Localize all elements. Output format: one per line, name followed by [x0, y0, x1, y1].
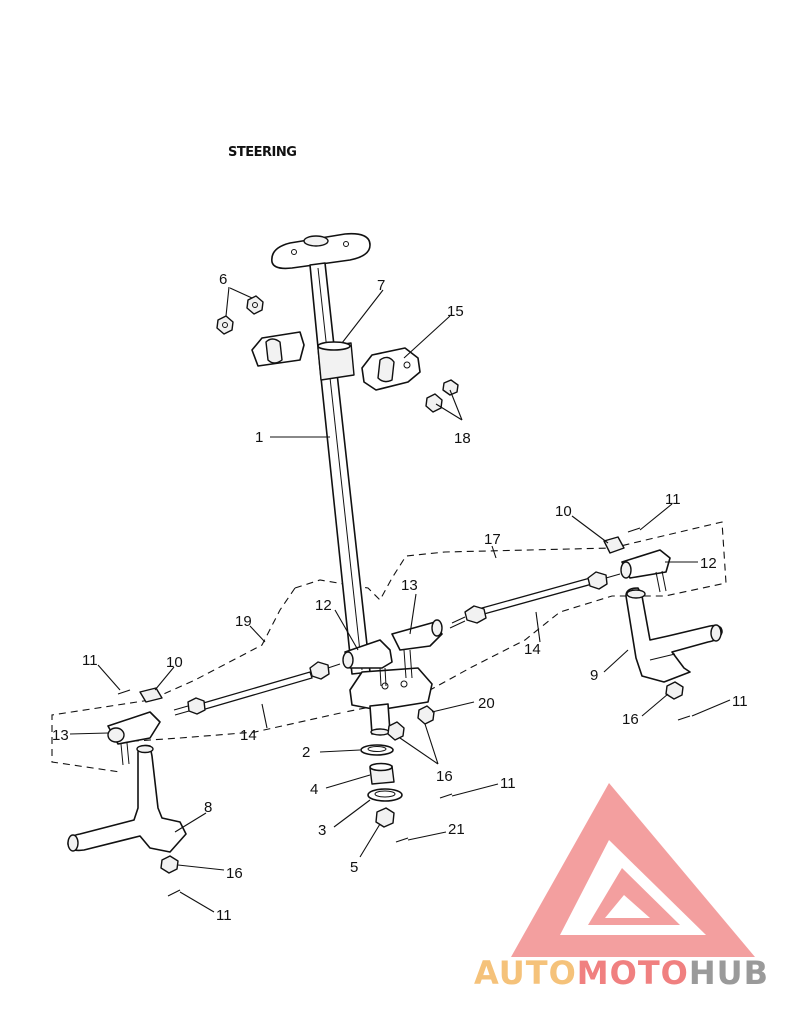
clamp-bracket-15	[361, 347, 421, 391]
steering-knuckle-9	[625, 587, 723, 683]
tie-rod-end-13-center	[391, 619, 443, 679]
tie-rod-end-12-right	[620, 549, 671, 593]
nut-6a	[216, 315, 234, 335]
bushing-4	[369, 762, 395, 785]
cotter-pin-11-right	[677, 715, 691, 721]
diagram-title: STEERING	[228, 145, 296, 160]
callout-5: 5	[350, 859, 358, 876]
cotter-pin-11-left	[117, 689, 131, 695]
callout-3: 3	[318, 822, 326, 839]
callout-9: 9	[590, 667, 598, 684]
callout-15: 15	[447, 303, 464, 320]
callout-7: 7	[377, 277, 385, 294]
nut-16-right	[665, 681, 684, 700]
assembly-outline-19	[51, 587, 346, 773]
callout-12-right: 12	[700, 555, 717, 572]
callout-14-left: 14	[240, 727, 257, 744]
callout-4: 4	[310, 781, 318, 798]
callout-13-left: 13	[52, 727, 69, 744]
tie-rod-left	[173, 661, 341, 716]
callout-10-left: 10	[166, 654, 183, 671]
callout-11-center: 11	[500, 775, 516, 792]
watermark-text: AUTOMOTOHUB	[474, 954, 769, 992]
nut-18a	[425, 393, 443, 413]
tie-rod-right	[449, 571, 621, 629]
assembly-outline-17	[294, 521, 727, 713]
tie-rod-end-13-left	[107, 711, 161, 766]
cotter-pin-11-top	[627, 527, 641, 533]
nut-16-center-a	[387, 721, 405, 741]
callout-12-center: 12	[315, 597, 332, 614]
callout-16-center: 16	[436, 768, 453, 785]
castle-nut-10-right	[603, 536, 625, 554]
nut-16-left	[160, 855, 179, 874]
callout-16-left: 16	[226, 865, 243, 882]
callout-6: 6	[219, 271, 227, 288]
callout-17: 17	[484, 531, 501, 548]
callout-18: 18	[454, 430, 471, 447]
nut-18b	[442, 379, 459, 396]
cotter-pin-21	[395, 837, 409, 843]
callout-16-right: 16	[622, 711, 639, 728]
callout-10-right: 10	[555, 503, 572, 520]
watermark-part-hub: HUB	[689, 954, 769, 992]
pitman-arm	[349, 667, 433, 736]
callout-2: 2	[302, 744, 310, 761]
tie-rod-end-12-center	[342, 639, 393, 687]
nut-5	[375, 807, 395, 828]
callout-11-right: 11	[732, 693, 748, 710]
castle-nut-10-left	[139, 687, 163, 703]
steering-knuckle-8	[67, 744, 187, 853]
cotter-pin-11-center	[439, 793, 453, 799]
callout-8: 8	[204, 799, 212, 816]
cotter-pin-11-bottom	[167, 889, 181, 897]
callout-13-center: 13	[401, 577, 418, 594]
callout-19: 19	[235, 613, 252, 630]
callout-11-bottom: 11	[216, 907, 232, 924]
nut-6b	[246, 295, 264, 315]
watermark-logo-icon	[511, 783, 755, 957]
washer-2	[360, 744, 394, 756]
callout-14-right: 14	[524, 641, 541, 658]
nut-16-center-b	[417, 705, 435, 725]
callout-11-left: 11	[82, 652, 98, 669]
handlebar-clamp-plate	[271, 232, 371, 270]
leader-lines	[69, 286, 731, 913]
callout-21: 21	[448, 821, 465, 838]
shaft-bushing-7	[317, 341, 355, 381]
clamp-left	[251, 331, 305, 367]
watermark-part-auto: AUTO	[474, 954, 577, 992]
callout-20: 20	[478, 695, 495, 712]
seal-ring-3	[367, 788, 403, 802]
callout-11-top: 11	[665, 491, 681, 508]
callout-1: 1	[255, 429, 263, 446]
watermark-part-moto: MOTO	[577, 954, 689, 992]
